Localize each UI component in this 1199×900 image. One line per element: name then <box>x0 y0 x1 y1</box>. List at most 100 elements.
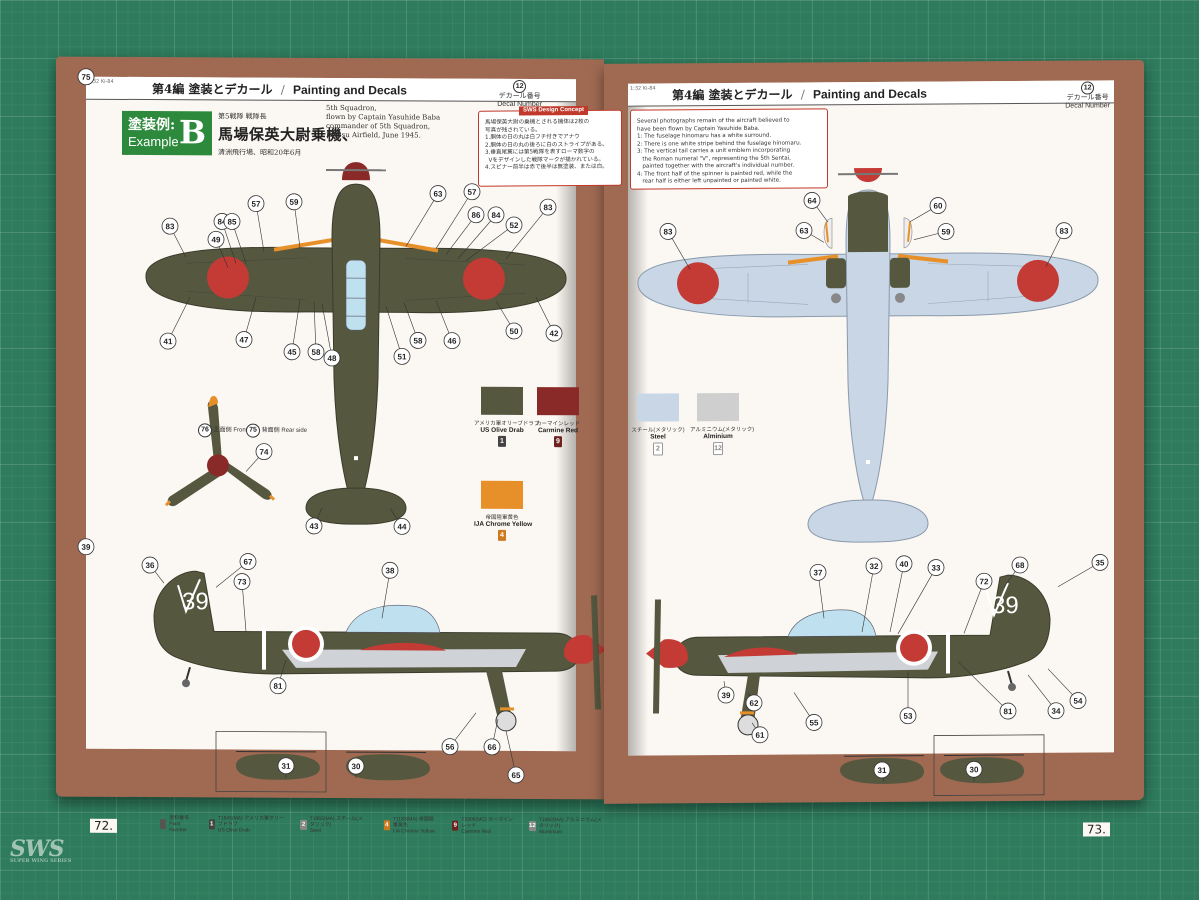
decal-callout-circle <box>873 761 891 779</box>
decal-callout-number: 84 <box>218 217 227 226</box>
decal-callout-circle <box>233 573 251 590</box>
decal-callout-circle <box>277 757 295 775</box>
decal-callout-number: 57 <box>252 200 261 209</box>
side-view-aircraft: 39 <box>153 570 606 732</box>
decal-callout-number: 75 <box>82 73 91 82</box>
decal-callout-number: 72 <box>980 577 989 586</box>
decal-callout-circle <box>751 726 769 744</box>
decal-callout-number: 35 <box>1096 558 1105 567</box>
decal-callout-circle <box>161 217 179 235</box>
decal-callout-circle <box>441 738 459 756</box>
decal-callout-circle <box>795 222 813 239</box>
decal-callout-number: 31 <box>878 766 887 775</box>
decal-callout-circle <box>505 216 523 234</box>
decal-callout-number: 37 <box>814 568 823 577</box>
decal-callout-circle <box>487 206 505 224</box>
decal-callout-circle <box>1047 702 1065 720</box>
decal-callout-number: 44 <box>398 522 407 531</box>
swatch-carmine-red: カーマインレッド Carmine Red 9 <box>530 387 586 448</box>
decal-callout-number: 48 <box>328 354 337 363</box>
decal-callout-circle <box>965 760 983 778</box>
decal-callout-number: 58 <box>312 348 321 357</box>
open-book: 1:32 Ki-84 第4編 塗装とデカール / Painting and De… <box>56 56 1144 837</box>
decal-callout-number: 57 <box>468 188 477 197</box>
decal-callout-number: 63 <box>800 226 809 235</box>
callout-leader-line <box>897 567 937 634</box>
bottom-view-aircraft <box>637 167 1099 543</box>
decal-callout-number: 41 <box>164 337 173 346</box>
decal-callout-circle <box>809 563 827 581</box>
swatch-aluminium: アルミニウム(メタリック) Alminium 12 <box>690 392 754 456</box>
decal-callout-circle <box>539 198 557 216</box>
decal-callout-circle <box>463 183 481 201</box>
decal-callout-number: 46 <box>448 337 457 346</box>
propeller-front-view <box>164 395 276 507</box>
swatch-olive-drab: アメリカ軍オリーブドラブ US Olive Drab 1 <box>474 386 539 447</box>
decal-callout-number: 50 <box>510 327 519 336</box>
decal-callout-circle <box>659 223 677 240</box>
decal-callout-number: 83 <box>1060 227 1069 236</box>
swatch-steel: スチール(メタリック) Steel 2 <box>630 393 686 456</box>
decal-callout-circle <box>507 766 525 784</box>
design-concept-jp: SWS Design Concept 馬場保英大尉の乗機とされる機体は2枚の 写… <box>478 105 622 187</box>
decal-callout-circle <box>999 702 1017 720</box>
callout-leader-line <box>889 563 905 632</box>
decal-callout-circle <box>285 193 303 211</box>
decal-callout-number: 32 <box>870 562 879 571</box>
decal-callout-number: 38 <box>386 566 395 575</box>
left-page-content: 1:32 Ki-84 第4編 塗装とデカール / Painting and De… <box>77 68 606 793</box>
decal-callout-number: 58 <box>414 336 423 345</box>
decal-callout-number: 30 <box>352 762 361 771</box>
decal-callout-circle <box>937 223 955 240</box>
right-page: 1:32 Ki-84 第4編 塗装とデカール / Painting and De… <box>478 60 1144 837</box>
decal-callout-number: 49 <box>212 235 221 244</box>
decal-callout-number: 34 <box>1052 707 1061 716</box>
decal-callout-circle <box>239 553 257 570</box>
decal-callout-number: 45 <box>288 348 297 357</box>
decal-callout-number: 83 <box>166 222 175 231</box>
decal-callout-number: 47 <box>240 336 249 345</box>
decal-callout-number: 65 <box>512 771 521 780</box>
right-page-content: 1:32 Ki-84 第4編 塗装とデカール / Painting and De… <box>478 80 1114 796</box>
callout-leader-line <box>465 224 515 261</box>
swatch-chrome-yellow: 帝国陸軍黄色 IJA Chrome Yellow 4 <box>474 480 532 541</box>
decal-callout-circle <box>1091 554 1109 571</box>
decal-callout-number: 60 <box>934 202 943 211</box>
callout-leader-line <box>405 193 439 247</box>
decal-callout-number: 81 <box>1004 707 1013 716</box>
decal-callout-circle <box>1069 692 1087 709</box>
decal-callout-circle <box>545 324 563 342</box>
decal-callout-circle <box>223 213 241 230</box>
decal-callout-number: 83 <box>664 227 673 236</box>
callout-leader-line <box>385 306 403 357</box>
decal-callout-circle <box>483 738 501 756</box>
sws-watermark-logo: SWS SUPER WING SERIES <box>10 836 72 864</box>
decal-callout-circle <box>235 331 253 348</box>
callout-leader-line <box>457 214 497 259</box>
decal-callout-number: 54 <box>1074 697 1083 706</box>
decal-callout-number: 30 <box>970 765 979 774</box>
decal-callout-circle <box>1055 222 1073 240</box>
decal-callout-circle <box>393 517 411 535</box>
decal-callout-number: 63 <box>434 190 443 199</box>
decal-callout-circle <box>255 443 273 461</box>
decal-callout-number: 59 <box>290 198 299 207</box>
callout-leader-line <box>505 206 549 260</box>
decal-callout-circle <box>283 343 301 361</box>
decal-callout-number: 43 <box>310 522 319 531</box>
decal-callout-number: 84 <box>492 211 501 220</box>
callout-leader-line <box>291 299 301 352</box>
decal-callout-number: 66 <box>488 743 497 752</box>
decal-callout-number: 33 <box>932 564 941 573</box>
decal-callout-circle <box>929 197 947 214</box>
callout-leader-line <box>963 581 985 634</box>
decal-callout-circle <box>429 185 447 202</box>
decal-callout-number: 42 <box>550 329 559 338</box>
decal-callout-circle <box>803 192 821 209</box>
